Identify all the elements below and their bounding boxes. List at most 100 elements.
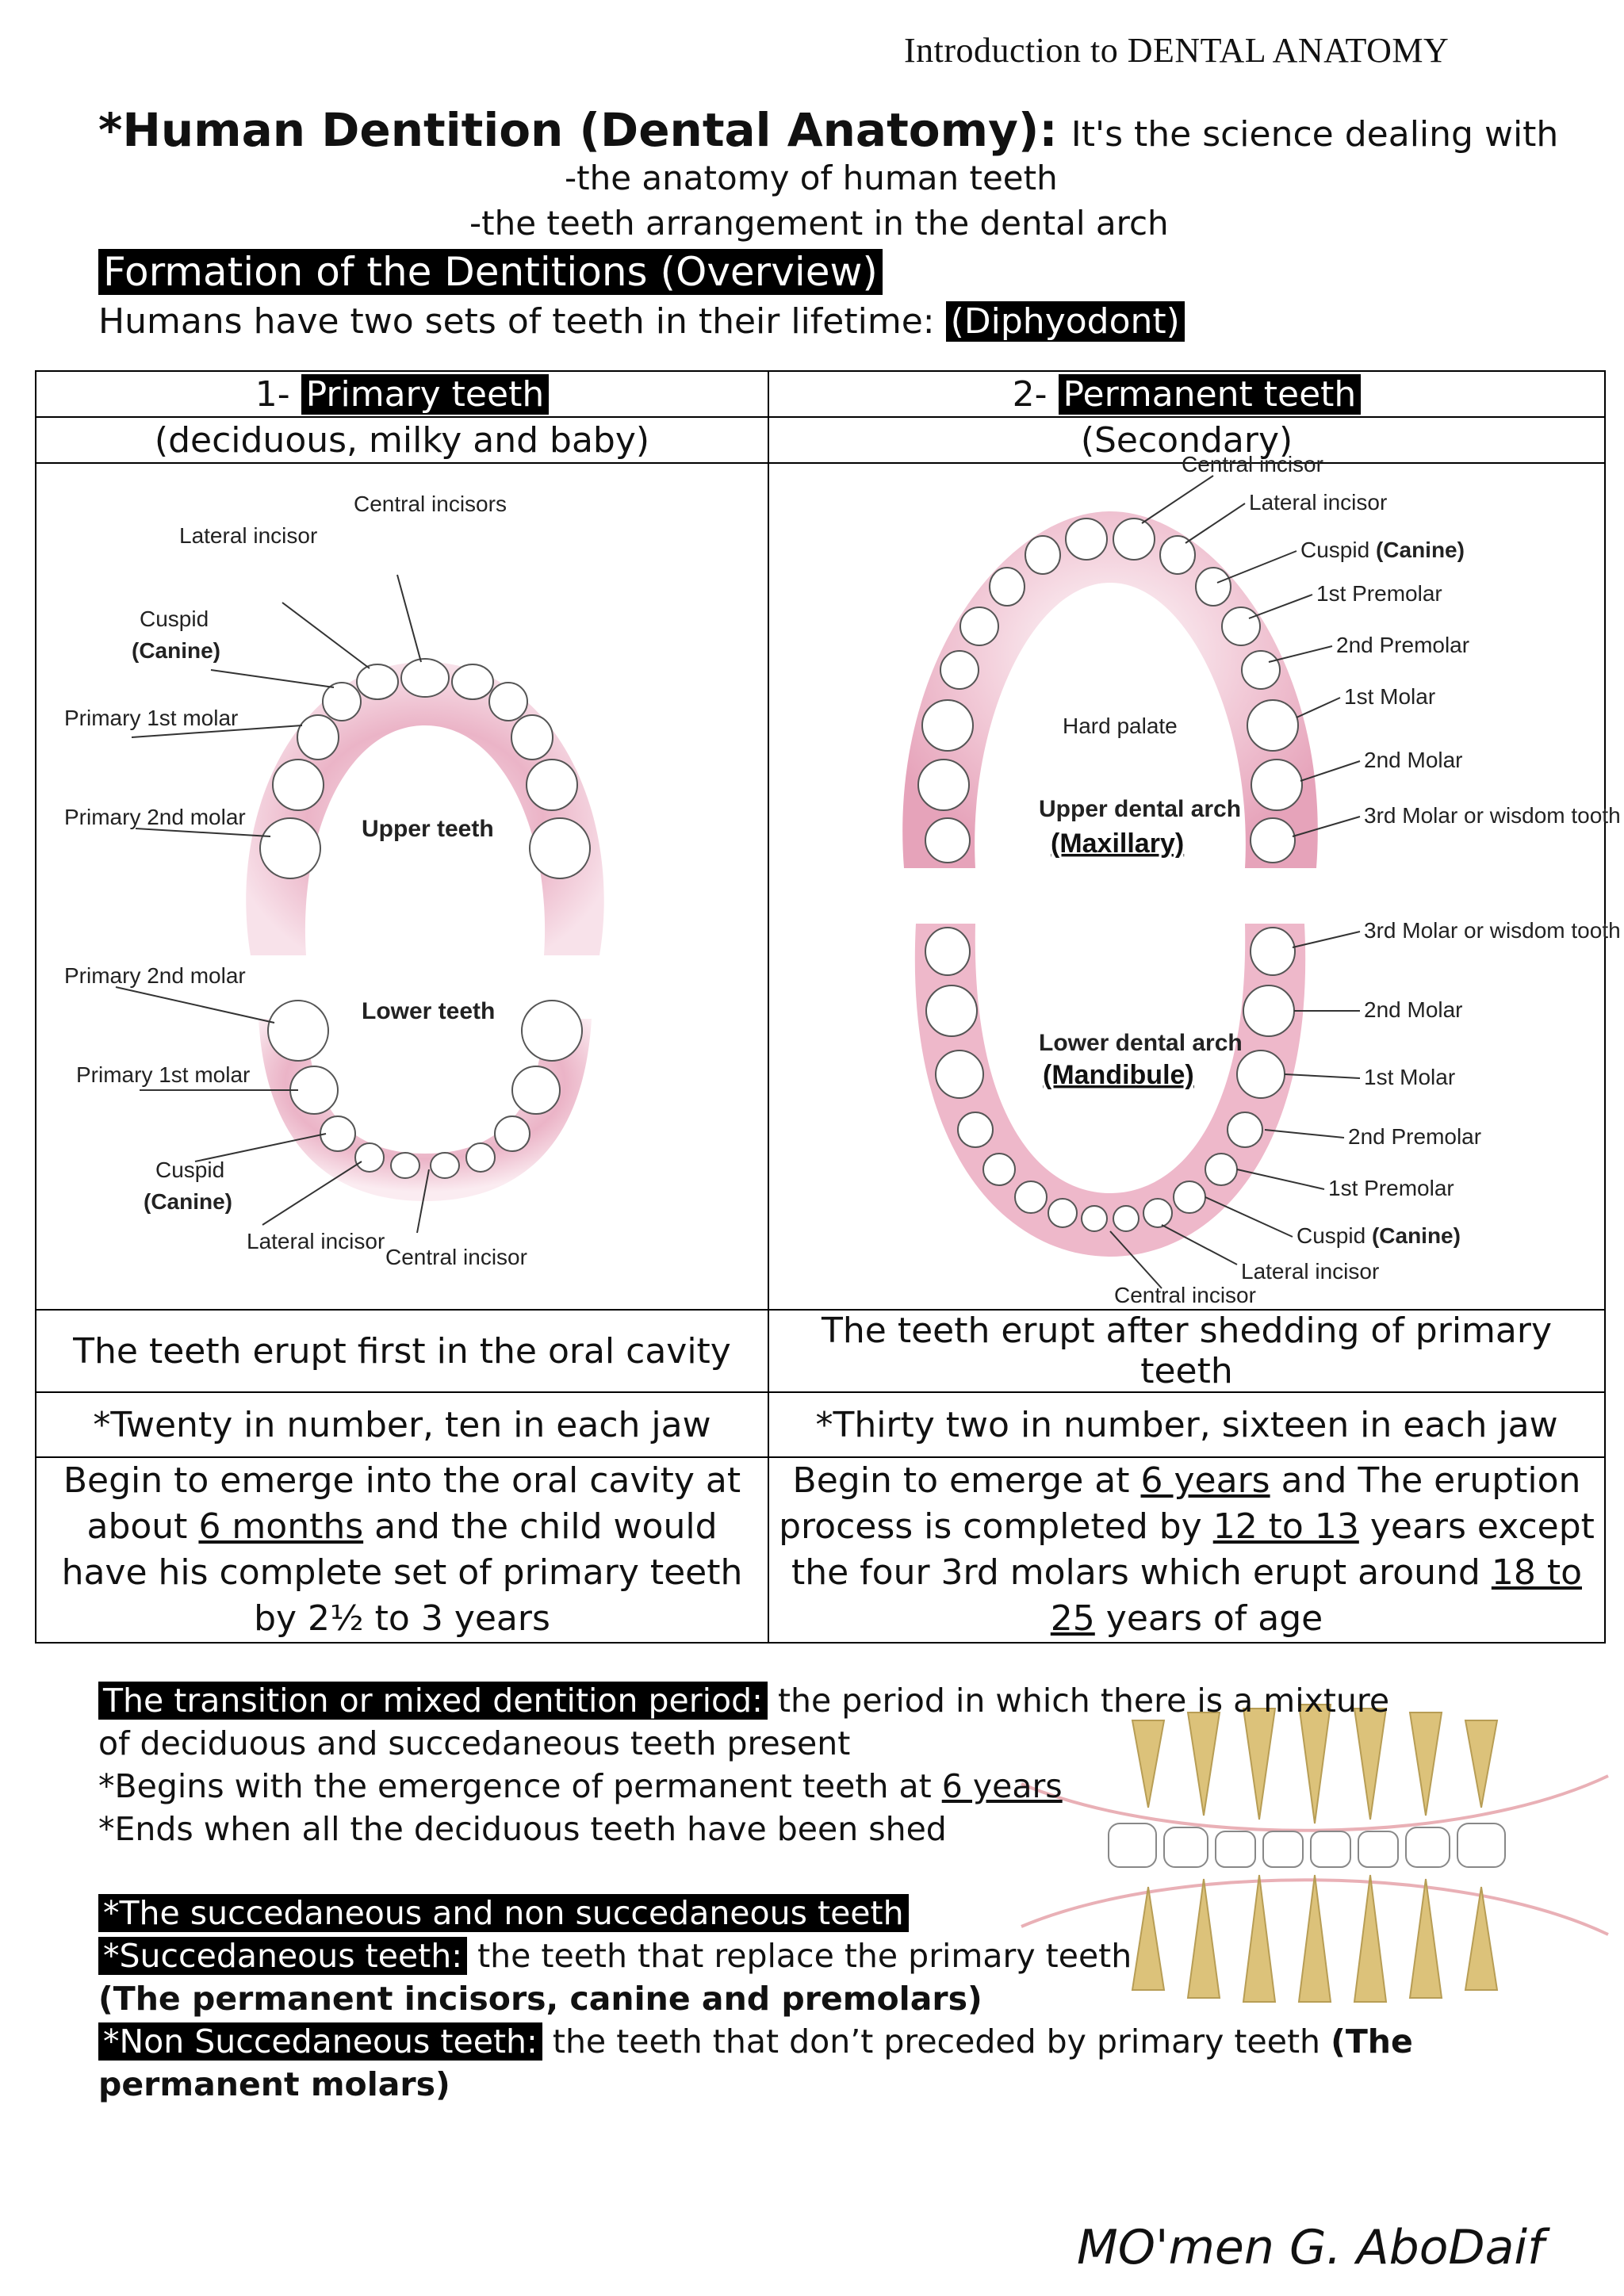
primary-number: 1- [255, 373, 290, 415]
label-1st-molar-upper: 1st Molar [1344, 684, 1435, 709]
succedaneous-heading: *The succedaneous and non succedaneous t… [98, 1894, 909, 1932]
label-2nd-molar-lower: 2nd Molar [1364, 997, 1463, 1022]
label-upper-teeth: Upper teeth [362, 816, 494, 842]
primary-upper-teeth [259, 658, 591, 879]
author-signature: MO'men G. AboDaif [1077, 2220, 1545, 2275]
document-header-title: Introduction to DENTAL ANATOMY [904, 31, 1450, 70]
label-1st-premolar-upper: 1st Premolar [1316, 581, 1442, 606]
mixed-dentition-section: The transition or mixed dentition period… [98, 1679, 1399, 1850]
sets-line-text: Humans have two sets of teeth in their l… [98, 301, 935, 342]
cuspid-upper-perm-text: Cuspid [1300, 538, 1369, 562]
label-central-incisors-upper: Central incisors [354, 492, 507, 516]
table-timing-row: Begin to emerge into the oral cavity at … [35, 1456, 1606, 1644]
permanent-lower-teeth [925, 927, 1296, 1232]
succedaneous-examples: (The permanent incisors, canine and prem… [98, 1980, 982, 2018]
succedaneous-heading-line: *The succedaneous and non succedaneous t… [98, 1892, 1573, 1934]
permanent-timing-range: 12 to 13 [1212, 1506, 1359, 1547]
label-3rd-molar-lower: 3rd Molar or wisdom tooth [1364, 918, 1621, 943]
label-canine-upper: (Canine) [132, 638, 220, 663]
primary-dentition-diagram: Central incisors Lateral incisor Cuspid … [64, 492, 604, 1269]
dentition-comparison-table: 1- Primary teeth 2- Permanent teeth (dec… [35, 370, 1621, 1644]
permanent-title: Permanent teeth [1058, 373, 1362, 415]
succedaneous-definition: *Succedaneous teeth: the teeth that repl… [98, 1934, 1573, 1977]
label-canine-lower: (Canine) [144, 1189, 232, 1214]
permanent-timing-part-4: years of age [1105, 1598, 1323, 1639]
permanent-roots-lower [1131, 1874, 1499, 2003]
succedaneous-term: *Succedaneous teeth: [98, 1937, 468, 1975]
mixed-begins: *Begins with the emergence of permanent … [98, 1765, 1399, 1808]
upper-gum-line [1021, 1774, 1609, 1832]
table-subtitle-row: (deciduous, milky and baby) (Secondary) [35, 416, 1606, 464]
label-mandibule: (Mandibule) [1043, 1060, 1194, 1090]
label-hard-palate: Hard palate [1063, 714, 1178, 738]
primary-lower-teeth [267, 1000, 583, 1179]
primary-timing-part-1: Begin to emerge into the oral cavity at … [63, 1460, 741, 1547]
primary-timing: Begin to emerge into the oral cavity at … [35, 1456, 769, 1644]
label-upper-dental-arch: Upper dental arch [1039, 796, 1241, 822]
permanent-timing-late: 18 to 25 [1050, 1552, 1582, 1639]
permanent-timing: Begin to emerge at 6 years and The erupt… [768, 1456, 1606, 1644]
non-succedaneous-def: the teeth that don’t preceded by primary… [552, 2022, 1321, 2061]
scope-line-arrangement: -the teeth arrangement in the dental arc… [469, 204, 1169, 243]
table-header-row: 1- Primary teeth 2- Permanent teeth [35, 370, 1606, 418]
permanent-timing-part-2: and The eruption process is completed by [779, 1460, 1581, 1547]
formation-heading-text: Formation of the Dentitions (Overview) [98, 249, 883, 295]
label-primary-2nd-molar-upper: Primary 2nd molar [64, 805, 246, 829]
mixed-begins-years: 6 years [941, 1767, 1063, 1805]
diphyodont-term: (Diphyodont) [945, 301, 1185, 342]
primary-timing-part-2: and the child would have his complete se… [61, 1506, 743, 1639]
label-primary-1st-molar-upper: Primary 1st molar [64, 706, 238, 730]
primary-count: *Twenty in number, ten in each jaw [35, 1391, 769, 1458]
permanent-leader-lines [1109, 475, 1361, 1289]
permanent-header-cell: 2- Permanent teeth [768, 370, 1606, 418]
table-figure-row: Central incisors Lateral incisor Cuspid … [35, 452, 1621, 1311]
label-central-incisor-lower-perm: Central incisor [1114, 1283, 1256, 1307]
permanent-roots-upper [1131, 1704, 1499, 1824]
primary-header-cell: 1- Primary teeth [35, 370, 769, 418]
label-cuspid-upper-perm: Cuspid (Canine) [1300, 538, 1465, 562]
main-heading-tail: It's the science dealing with [1071, 114, 1559, 155]
canine-lower-perm-text: (Canine) [1372, 1223, 1461, 1248]
label-cuspid-lower-perm: Cuspid (Canine) [1297, 1223, 1461, 1248]
diphyodont-line: Humans have two sets of teeth in their l… [98, 301, 1185, 342]
label-cuspid-upper: Cuspid [140, 607, 209, 631]
label-1st-molar-lower: 1st Molar [1364, 1065, 1455, 1089]
label-primary-2nd-molar-lower: Primary 2nd molar [64, 963, 246, 988]
permanent-timing-part-1: Begin to emerge at [792, 1460, 1130, 1501]
label-cuspid-lower: Cuspid [155, 1158, 224, 1182]
primary-lower-gum [259, 1019, 592, 1201]
label-central-incisor-lower: Central incisor [385, 1245, 527, 1269]
permanent-erupt: The teeth erupt after shedding of primar… [768, 1309, 1606, 1393]
primary-dentition-figure-cell: Central incisors Lateral incisor Cuspid … [35, 462, 769, 1311]
primary-title: Primary teeth [301, 373, 550, 415]
mixed-heading: The transition or mixed dentition period… [98, 1682, 768, 1720]
succedaneous-examples-line: (The permanent incisors, canine and prem… [98, 1977, 1573, 2020]
mixed-definition: The transition or mixed dentition period… [98, 1679, 1399, 1765]
succedaneous-def: the teeth that replace the primary teeth [477, 1937, 1132, 1975]
permanent-dentition-diagram: Central incisor Lateral incisor Cuspid (… [902, 452, 1621, 1307]
permanent-timing-years: 6 years [1140, 1460, 1270, 1501]
label-2nd-molar-upper: 2nd Molar [1364, 748, 1463, 772]
permanent-dentition-figure-cell: Central incisor Lateral incisor Cuspid (… [768, 452, 1621, 1311]
label-lateral-incisor-lower-perm: Lateral incisor [1241, 1259, 1379, 1284]
non-succedaneous-term: *Non Succedaneous teeth: [98, 2022, 542, 2061]
mixed-definition-text: the period in which there is a mixture o… [98, 1682, 1390, 1762]
mixed-begins-text: *Begins with the emergence of permanent … [98, 1767, 932, 1805]
table-count-row: *Twenty in number, ten in each jaw *Thir… [35, 1391, 1606, 1458]
label-primary-1st-molar-lower: Primary 1st molar [76, 1062, 250, 1087]
label-1st-premolar-lower: 1st Premolar [1328, 1176, 1454, 1200]
succedaneous-section: *The succedaneous and non succedaneous t… [98, 1892, 1573, 2106]
main-heading-term: *Human Dentition (Dental Anatomy): [98, 103, 1058, 157]
main-heading: *Human Dentition (Dental Anatomy): It's … [98, 103, 1558, 157]
mixed-ends: *Ends when all the deciduous teeth have … [98, 1810, 947, 1848]
formation-heading: Formation of the Dentitions (Overview) [98, 249, 883, 295]
permanent-number: 2- [1012, 373, 1048, 415]
label-maxillary: (Maxillary) [1051, 828, 1184, 859]
non-succedaneous-definition: *Non Succedaneous teeth: the teeth that … [98, 2020, 1573, 2106]
table-erupt-row: The teeth erupt first in the oral cavity… [35, 1309, 1606, 1393]
primary-timing-months: 6 months [198, 1506, 364, 1547]
primary-subtitle: (deciduous, milky and baby) [35, 416, 769, 464]
permanent-timing-part-3: years except the four 3rd molars which e… [791, 1506, 1595, 1593]
primary-erupt: The teeth erupt first in the oral cavity [35, 1309, 769, 1393]
crowns-row [1108, 1823, 1506, 1868]
